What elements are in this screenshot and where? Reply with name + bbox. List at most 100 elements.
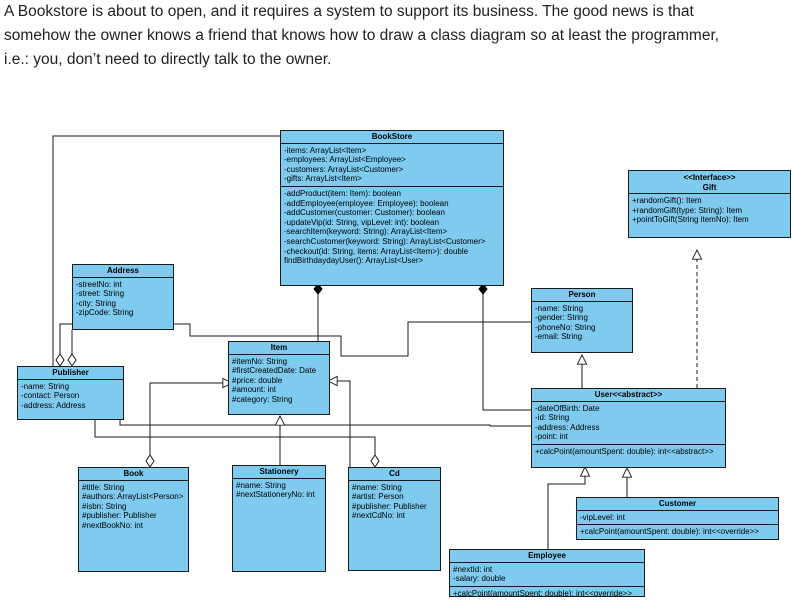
attribute: #authors: ArrayList<Person> xyxy=(82,492,184,502)
class-stationery: Stationery #name: String #nextStationery… xyxy=(232,465,326,572)
attribute: #publisher: Publisher xyxy=(352,501,427,511)
attribute: #nextId: int xyxy=(453,564,493,574)
attribute: #nextCdNo: int xyxy=(352,511,405,521)
class-address: Address -streetNo: int -street: String -… xyxy=(72,264,174,330)
method: +randomGift(type: String): Item xyxy=(632,205,743,215)
method: -checkout(id: String, items: ArrayList<I… xyxy=(284,246,469,256)
method-section: +calcPoint(amountSpent: double): int<<ab… xyxy=(532,445,725,459)
method: +calcPoint(amountSpent: double): int<<ab… xyxy=(535,446,714,456)
attribute: -street: String xyxy=(76,289,125,299)
class-gift: <<Interface>> Gift +randomGift(): Item +… xyxy=(628,170,791,238)
class-customer: Customer -vipLevel: int +calcPoint(amoun… xyxy=(576,497,779,540)
intro-paragraph: A Bookstore is about to open, and it req… xyxy=(4,0,790,72)
method-section: +calcPoint(amountSpent: double): int<<ov… xyxy=(577,525,778,539)
class-bookstore: BookStore -items: ArrayList<Item> -emplo… xyxy=(280,130,504,286)
generalization-cd-item xyxy=(328,381,351,467)
class-title: Person xyxy=(532,289,632,302)
attribute: #title: String xyxy=(82,482,125,492)
attribute: -contact: Person xyxy=(21,391,80,401)
attribute: #name: String xyxy=(352,482,402,492)
intro-line-3: i.e.: you, don’t need to directly talk t… xyxy=(4,51,332,68)
class-title: Employee xyxy=(450,550,644,563)
attribute-section: #name: String #artist: Person #publisher… xyxy=(349,481,440,523)
method-section: +calcPoint(amountSpent: double): int<<ov… xyxy=(450,587,644,597)
connector-bookstore-user xyxy=(482,293,531,411)
attribute: -salary: double xyxy=(453,574,506,584)
attribute: -items: ArrayList<Item> xyxy=(284,145,367,155)
attribute: #itemNo: String xyxy=(232,356,288,366)
aggregation-diamond-book xyxy=(145,454,155,468)
method: -updateVip(id: String, vipLevel: int): b… xyxy=(284,217,440,227)
attribute-section: #nextId: int -salary: double xyxy=(450,563,644,587)
generalization-employee-user xyxy=(547,467,585,549)
generalization-book-item xyxy=(149,383,232,467)
method: -searchItem(keyword: String): ArrayList<… xyxy=(284,227,448,237)
class-title: Publisher xyxy=(18,367,123,380)
attribute: -name: String xyxy=(535,303,584,313)
class-title: User<<abstract>> xyxy=(532,389,725,402)
attribute-section: #itemNo: String #firstCreatedDate: Date … xyxy=(229,355,329,407)
attribute: -employees: ArrayList<Employee> xyxy=(284,155,406,165)
attribute: -gender: String xyxy=(535,313,588,323)
class-person: Person -name: String -gender: String -ph… xyxy=(531,288,633,353)
method: findBirthdaydayUser(): ArrayList<User> xyxy=(284,256,424,266)
aggregation-diamond-cd xyxy=(370,454,380,468)
attribute-section: #name: String #nextStationeryNo: int xyxy=(233,479,325,502)
attribute: #price: double xyxy=(232,375,283,385)
attribute: #amount: int xyxy=(232,385,277,395)
attribute: -name: String xyxy=(21,381,70,391)
attribute: -zipCode: String xyxy=(76,308,134,318)
method: -searchCustomer(keyword: String): ArrayL… xyxy=(284,236,486,246)
attribute-section: -name: String -gender: String -phoneNo: … xyxy=(532,302,632,344)
method: -addProduct(item: Item): boolean xyxy=(284,188,401,198)
method: -addCustomer(customer: Customer): boolea… xyxy=(284,208,445,218)
class-employee: Employee #nextId: int -salary: double +c… xyxy=(449,549,645,597)
aggregation-diamond-publisher-left xyxy=(55,353,65,367)
attribute: -streetNo: int xyxy=(76,279,122,289)
class-book: Book #title: String #authors: ArrayList<… xyxy=(78,467,189,572)
class-title: Item xyxy=(229,342,329,355)
method-section: +randomGift(): Item +randomGift(type: St… xyxy=(629,194,790,227)
attribute: -point: int xyxy=(535,432,568,442)
aggregation-diamond-publisher-right xyxy=(67,353,77,367)
class-stereotype: <<Interface>> xyxy=(683,173,736,182)
attribute-section: -vipLevel: int xyxy=(577,511,778,526)
method: -addEmployee(employee: Employee): boolea… xyxy=(284,198,449,208)
attribute: -city: String xyxy=(76,298,117,308)
class-user: User<<abstract>> -dateOfBirth: Date -id:… xyxy=(531,388,726,468)
attribute: #isbn: String xyxy=(82,501,127,511)
class-title: Cd xyxy=(349,468,440,481)
class-title: Book xyxy=(79,468,188,481)
attribute: #publisher: Publisher xyxy=(82,511,157,521)
connector-publisher-book-cd xyxy=(94,420,376,467)
attribute: -address: Address xyxy=(535,422,600,432)
attribute: -address: Address xyxy=(21,400,86,410)
intro-line-1: A Bookstore is about to open, and it req… xyxy=(4,3,694,20)
method: +calcPoint(amountSpent: double): int<<ov… xyxy=(580,527,760,537)
method: +calcPoint(amountSpent: double): int<<ov… xyxy=(453,588,633,597)
attribute-section: -items: ArrayList<Item> -employees: Arra… xyxy=(281,144,503,187)
attribute: -customers: ArrayList<Customer> xyxy=(284,164,404,174)
attribute: -gifts: ArrayList<Item> xyxy=(284,174,362,184)
attribute: #name: String xyxy=(236,480,286,490)
class-cd: Cd #name: String #artist: Person #publis… xyxy=(348,467,441,571)
class-title: BookStore xyxy=(281,131,503,144)
class-title: Stationery xyxy=(233,466,325,479)
attribute-section: -streetNo: int -street: String -city: St… xyxy=(73,278,173,320)
method-section: -addProduct(item: Item): boolean -addEmp… xyxy=(281,187,503,268)
attribute: #nextBookNo: int xyxy=(82,520,143,530)
attribute: -id: String xyxy=(535,413,570,423)
attribute-section: -name: String -contact: Person -address:… xyxy=(18,380,123,413)
attribute: -email: String xyxy=(535,332,583,342)
class-publisher: Publisher -name: String -contact: Person… xyxy=(17,366,124,420)
class-title: Gift xyxy=(629,183,790,195)
method: +randomGift(): Item xyxy=(632,196,702,206)
connector-bookstore-publisher xyxy=(52,135,281,366)
class-title: Address xyxy=(73,265,173,278)
method: +pointToGift(String itemNo): Item xyxy=(632,215,749,225)
attribute-section: -dateOfBirth: Date -id: String -address:… xyxy=(532,402,725,445)
attribute: -phoneNo: String xyxy=(535,322,596,332)
attribute: -vipLevel: int xyxy=(580,512,625,522)
class-item: Item #itemNo: String #firstCreatedDate: … xyxy=(228,341,330,415)
